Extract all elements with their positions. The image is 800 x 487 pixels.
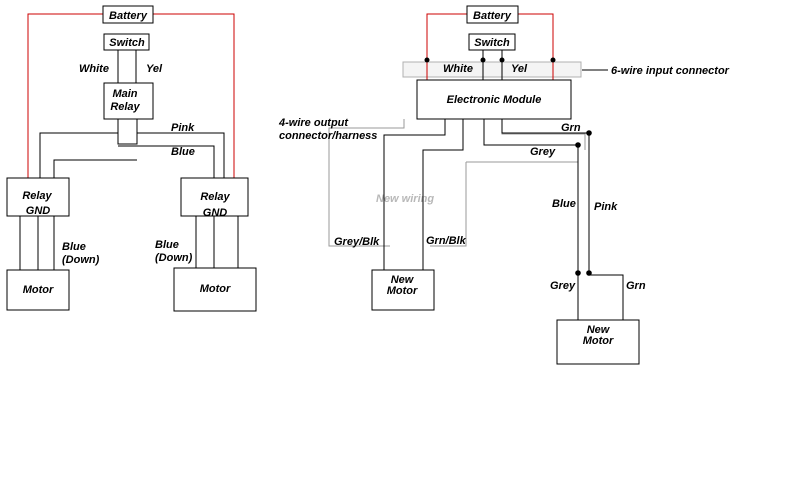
- new-motor-2-label-1: New: [587, 324, 611, 336]
- pin-2: [480, 57, 486, 63]
- blue-label-new: Blue: [552, 198, 576, 210]
- switch-label: Switch: [109, 37, 145, 49]
- grn-blk-label: Grn/Blk: [426, 235, 467, 247]
- grey-wire: [483, 119, 579, 320]
- grn-label-top: Grn: [561, 122, 581, 134]
- grn-label-bottom: Grn: [626, 280, 646, 292]
- power-wire-left-relay: [27, 13, 103, 178]
- main-relay-box: [103, 82, 154, 120]
- left-down-label: (Down): [62, 254, 100, 266]
- pink-wire: [137, 132, 225, 178]
- output-connector-label-2: connector/harness: [279, 130, 377, 142]
- grey-label-bottom: Grey: [550, 280, 576, 292]
- right-blue-label: Blue: [155, 239, 179, 251]
- main-relay-connector: [117, 118, 138, 145]
- battery-box: [102, 5, 154, 24]
- pink-label-new: Pink: [594, 201, 618, 213]
- left-motor-box: [6, 269, 70, 311]
- yel-label-new: Yel: [511, 63, 528, 75]
- wire-main-to-left-relay: [39, 132, 118, 178]
- pink-label: Pink: [171, 122, 195, 134]
- battery-label-new: Battery: [473, 10, 512, 22]
- yel-label: Yel: [146, 63, 163, 75]
- battery-label: Battery: [109, 10, 148, 22]
- main-relay-label-2: Relay: [110, 101, 140, 113]
- new-motor-box-1: [371, 269, 435, 311]
- right-motor-box: [173, 267, 257, 312]
- blue-wire: [118, 145, 215, 178]
- left-blue-label: Blue: [62, 241, 86, 253]
- right-motor-label: Motor: [200, 283, 231, 295]
- main-relay-label-1: Main: [112, 88, 137, 100]
- white-label-new: White: [443, 63, 473, 75]
- pink-junction-bottom: [586, 270, 592, 276]
- new-motor-1-label-2: Motor: [387, 285, 418, 297]
- grn-blk-wire: [422, 119, 464, 270]
- new-wiring-diagram: 6-wire input connector New wiring 4-wire…: [278, 5, 730, 365]
- right-down-label: (Down): [155, 252, 193, 264]
- input-connector-box: [402, 61, 582, 78]
- grey-junction-bottom: [575, 270, 581, 276]
- new-wiring-label: New wiring: [376, 193, 434, 205]
- grn-wire: [501, 119, 624, 320]
- new-motor-box-2: [556, 319, 640, 365]
- switch-label-new: Switch: [474, 37, 510, 49]
- input-connector-label: 6-wire input connector: [611, 65, 730, 77]
- electronic-module-box: [416, 79, 572, 120]
- pin-3: [499, 57, 505, 63]
- original-wiring-diagram: Battery Switch White Yel Main Relay Pink…: [6, 5, 257, 312]
- left-relay-gnd: GND: [26, 205, 51, 217]
- blue-label: Blue: [171, 146, 195, 158]
- battery-box-new: [466, 5, 519, 24]
- new-motor-1-label-1: New: [391, 274, 415, 286]
- right-relay-label: Relay: [200, 191, 230, 203]
- new-wiring-grey-blk: [328, 119, 405, 247]
- power-wire-right-relay: [153, 13, 235, 178]
- wire-main-to-left-relay-2: [53, 159, 137, 178]
- grey-blk-label: Grey/Blk: [334, 236, 380, 248]
- grn-junction-top: [586, 130, 592, 136]
- right-relay-box: [180, 177, 249, 217]
- pin-1: [424, 57, 430, 63]
- left-relay-label: Relay: [22, 190, 52, 202]
- white-label: White: [79, 63, 109, 75]
- new-motor-2-label-2: Motor: [583, 335, 614, 347]
- output-connector-label-1: 4-wire output: [278, 117, 349, 129]
- new-wiring-grn-blk: [430, 162, 467, 247]
- left-relay-box: [6, 177, 70, 217]
- switch-box-new: [468, 33, 516, 51]
- electronic-module-label: Electronic Module: [447, 94, 542, 106]
- switch-box: [103, 33, 150, 51]
- left-motor-label: Motor: [23, 284, 54, 296]
- grey-label-top: Grey: [530, 146, 556, 158]
- grey-junction-top: [575, 142, 581, 148]
- right-relay-gnd: GND: [203, 207, 228, 219]
- pin-4: [550, 57, 556, 63]
- grey-blk-wire: [383, 119, 446, 270]
